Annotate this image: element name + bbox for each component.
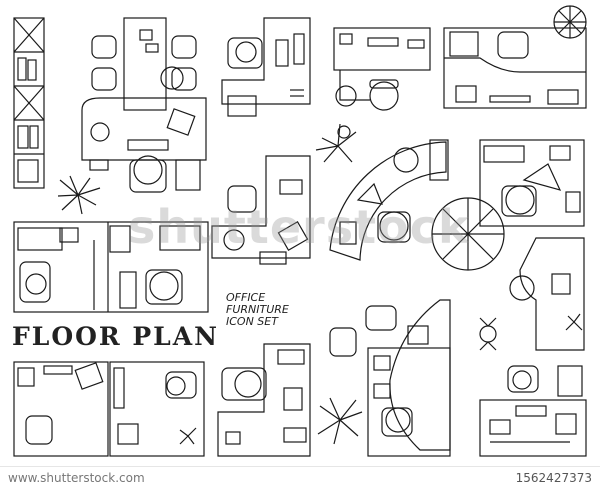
subtitle-line-1: OFFICE <box>226 291 266 304</box>
shelving-unit <box>13 17 45 189</box>
curved-reception-desk <box>367 299 451 457</box>
workstation-bottom-middle <box>217 305 397 457</box>
manager-desk <box>443 5 587 109</box>
double-workstation <box>13 221 209 313</box>
footer-image-id: 1562427373 <box>515 471 592 485</box>
corner-desk <box>479 139 585 227</box>
large-plant <box>431 197 505 271</box>
meeting-desk <box>81 17 207 193</box>
footer-site[interactable]: www.shutterstock.com <box>8 471 145 485</box>
workstation-bottom-left <box>13 361 205 457</box>
floor-plan-title: FLOOR PLAN <box>12 322 219 351</box>
watermark: shutterstock <box>128 200 470 254</box>
footer-bar: www.shutterstock.com 1562427373 <box>0 466 600 491</box>
l-shaped-desk <box>221 17 311 117</box>
subtitle-line-2: FURNITURE <box>226 303 289 316</box>
side-desk <box>479 237 585 351</box>
computer-desk <box>333 27 431 111</box>
plant <box>57 175 101 215</box>
curved-desk <box>315 123 449 261</box>
workstation-bottom-right <box>479 365 587 457</box>
subtitle-line-3: ICON SET <box>226 315 278 328</box>
subtitle: OFFICE FURNITURE ICON SET <box>226 292 289 328</box>
workstation-with-plant <box>211 155 311 265</box>
